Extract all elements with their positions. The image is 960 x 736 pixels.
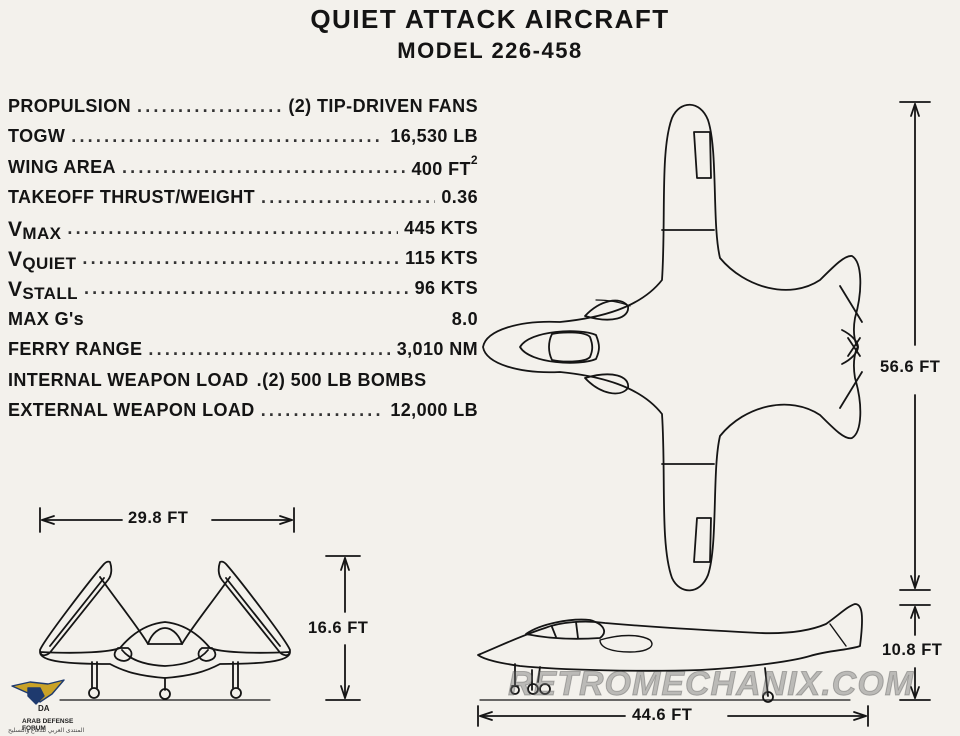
spec-value: 12,000 LB	[390, 399, 478, 420]
dimension-side-length	[477, 705, 869, 727]
spec-row-propulsion: PROPULSION .............................…	[8, 96, 478, 116]
spec-label: EXTERNAL WEAPON LOAD	[8, 399, 255, 420]
spec-label: WING AREA	[8, 156, 116, 177]
plan-intake	[584, 299, 629, 321]
watermark: RETROMECHANIX.COM	[507, 665, 915, 704]
spec-label: FERRY RANGE	[8, 339, 143, 360]
spec-value: 445 KTS	[404, 217, 478, 238]
dimension-side-height	[899, 604, 931, 701]
page-title: QUIET ATTACK AIRCRAFT	[310, 4, 670, 34]
plan-intake	[584, 373, 629, 395]
spec-row-max-g: MAX G's ...... 8.0	[8, 309, 478, 339]
spec-value: 115 KTS	[405, 247, 478, 268]
spec-label: INTERNAL WEAPON LOAD	[8, 369, 249, 390]
spec-row-thrust-weight: TAKEOFF THRUST/WEIGHT ..................…	[8, 187, 478, 208]
spec-label: TAKEOFF THRUST/WEIGHT	[8, 187, 256, 208]
dimension-span	[39, 507, 295, 533]
spec-row-external-weapon: EXTERNAL WEAPON LOAD ...................…	[8, 399, 478, 420]
label-span: 29.8 FT	[124, 509, 193, 528]
spec-value: .(2) 500 LB BOMBS	[256, 369, 427, 390]
spec-value: (2) TIP-DRIVEN FANS	[288, 96, 478, 116]
spec-value: 16,530 LB	[390, 126, 478, 147]
logo-emblem	[11, 679, 65, 705]
spec-row-togw: TOGW ...................................…	[8, 126, 478, 147]
front-fuselage	[39, 621, 291, 679]
spec-value: 3,010 NM	[396, 339, 478, 360]
logo: DA ARAB DEFENSE FORUM المنتدى العربي للد…	[4, 678, 96, 736]
plan-canopy	[519, 330, 600, 364]
dimension-top-length	[899, 101, 931, 591]
logo-name: ARAB DEFENSE FORUM	[22, 718, 74, 732]
label-front-height: 16.6 FT	[304, 619, 373, 638]
spec-value: 8.0	[451, 308, 478, 329]
logo-arabic: المنتدى العربي للدفاع والتسليح	[8, 728, 85, 734]
front-canopy	[147, 627, 183, 645]
dimension-front-height	[325, 555, 361, 701]
label-side-height: 10.8 FT	[878, 641, 947, 660]
front-view	[39, 560, 291, 701]
label-top-length: 56.6 FT	[876, 358, 945, 377]
spec-value: 400 FT2	[411, 152, 478, 179]
spec-row-ferry-range: FERRY RANGE ............................…	[8, 339, 478, 360]
spec-label: MAX G's	[8, 308, 85, 329]
spec-label: PROPULSION	[8, 96, 132, 116]
spec-row-wing-area: WING AREA ..............................…	[8, 152, 478, 179]
spec-label: TOGW	[8, 126, 66, 147]
model-number: MODEL 226-458	[397, 38, 583, 63]
spec-value: 96 KTS	[414, 278, 478, 299]
spec-list: PROPULSION .............................…	[8, 96, 478, 430]
spec-row-internal-weapon: INTERNAL WEAPON LOAD .(2) 500 LB BOMBS	[8, 370, 478, 400]
side-outline	[477, 603, 863, 672]
side-canopy	[525, 618, 605, 640]
superscript: 2	[470, 152, 478, 167]
spec-value: 0.36	[441, 187, 478, 208]
plan-view	[482, 103, 863, 592]
label-side-length: 44.6 FT	[628, 706, 697, 725]
plan-outline	[482, 103, 862, 592]
logo-abbrev: DA	[38, 704, 50, 713]
side-view	[477, 603, 863, 703]
